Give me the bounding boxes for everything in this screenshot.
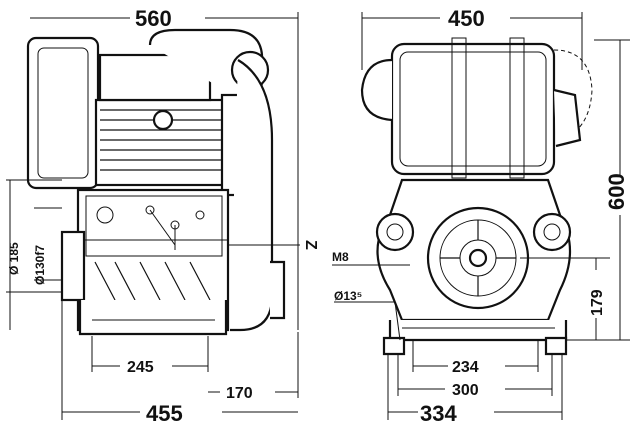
arrow-z: Z — [302, 240, 319, 250]
dim-334: 334 — [420, 401, 457, 422]
dim-170: 170 — [226, 385, 253, 402]
dim-600: 600 — [604, 173, 629, 210]
dim-shaft-diameter-2: Ø130f7 — [33, 245, 47, 285]
dim-234: 234 — [452, 359, 479, 376]
dim-300: 300 — [452, 382, 479, 399]
dim-455: 455 — [146, 401, 183, 422]
label-m8: M8 — [332, 250, 349, 264]
dim-450: 450 — [448, 6, 485, 31]
dim-560: 560 — [135, 6, 172, 31]
front-view: 450 — [332, 6, 630, 422]
dim-245: 245 — [127, 359, 154, 376]
side-view: 560 — [6, 6, 319, 422]
label-hole-diameter: Ø13⁵ — [334, 289, 362, 303]
dim-179: 179 — [589, 289, 606, 316]
dim-shaft-diameter: Ø 185 — [7, 242, 21, 275]
